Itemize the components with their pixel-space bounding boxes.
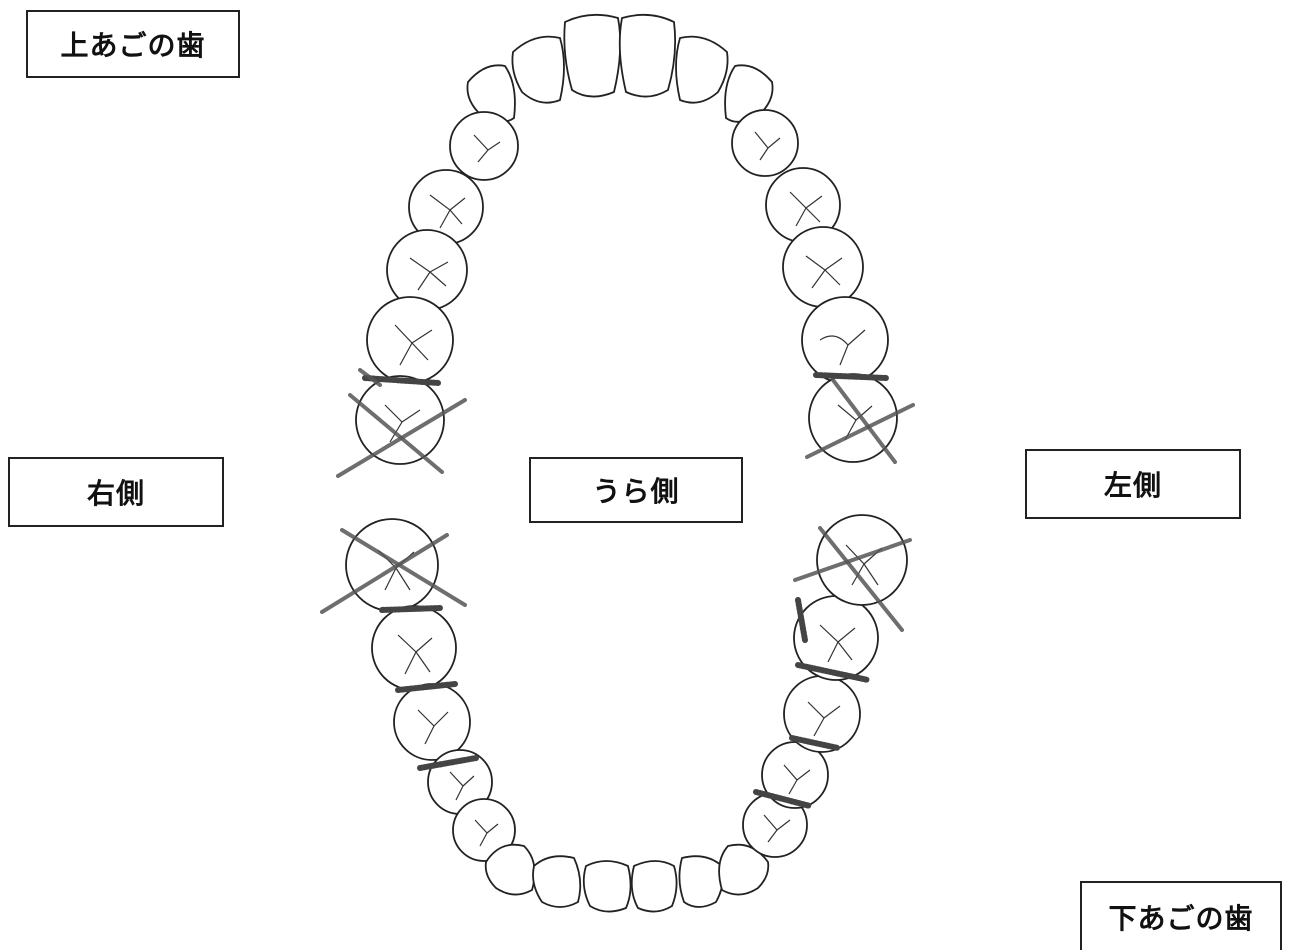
tooth-lower-left-central-incisor: [632, 861, 677, 912]
tooth-upper-left-second-molar: [802, 297, 888, 383]
tooth-upper-left-lateral-incisor: [676, 37, 728, 103]
tooth-lower-right-canine: [486, 845, 535, 895]
upper-arch: [338, 15, 913, 476]
tooth-upper-right-central-incisor: [564, 15, 620, 97]
tooth-lower-right-second-molar: [372, 606, 456, 690]
tooth-upper-right-second-molar: [367, 297, 453, 383]
tooth-lower-right-third-molar: [346, 519, 438, 611]
lower-arch: [322, 515, 910, 912]
tooth-upper-left-central-incisor: [620, 15, 675, 97]
tooth-lower-right-lateral-incisor: [533, 856, 580, 907]
tooth-lower-left-third-molar: [817, 515, 907, 605]
tooth-lower-right-first-molar: [394, 684, 470, 760]
tooth-upper-left-first-molar: [783, 227, 863, 307]
tooth-lower-left-lateral-incisor: [679, 856, 723, 907]
tooth-upper-left-first-premolar: [732, 110, 798, 176]
tooth-upper-right-lateral-incisor: [512, 37, 564, 103]
tooth-lower-right-central-incisor: [584, 861, 631, 912]
